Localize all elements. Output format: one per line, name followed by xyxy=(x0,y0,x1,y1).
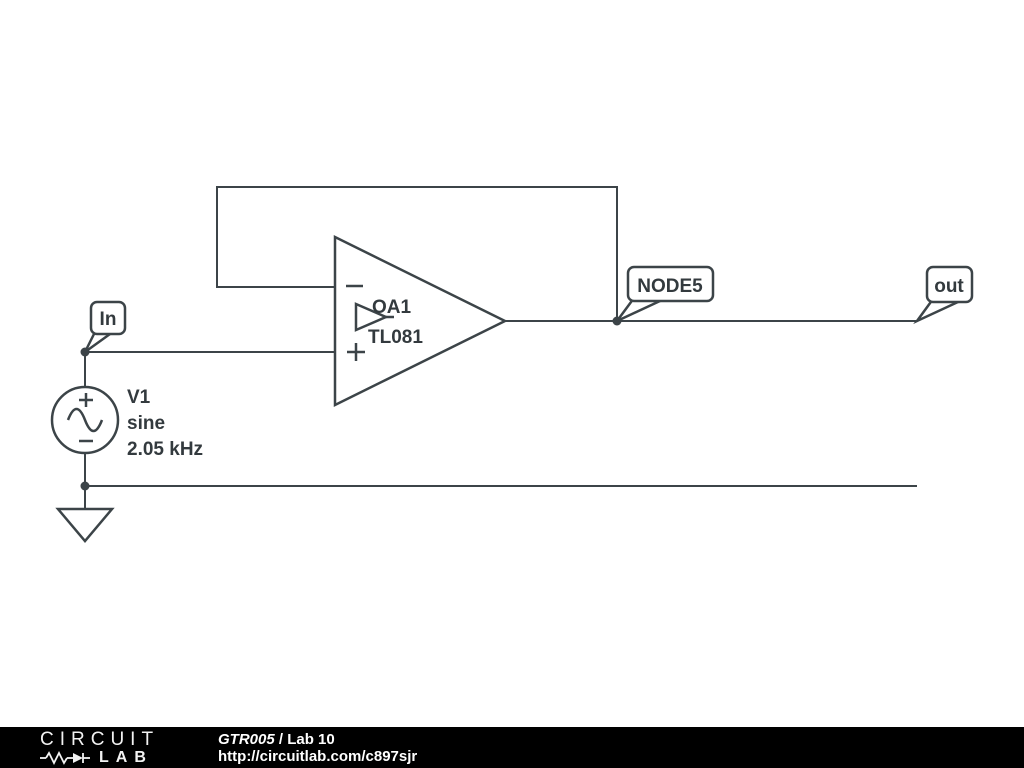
flag-node5-label: NODE5 xyxy=(637,276,703,297)
node-dot-ground xyxy=(80,481,90,491)
flag-node5-box xyxy=(626,265,715,303)
opamp-triangle xyxy=(333,234,508,408)
flag-out[interactable]: out xyxy=(913,265,974,325)
opamp-model-label: TL081 xyxy=(368,327,423,348)
opamp-component[interactable]: OA1 TL081 xyxy=(333,234,508,408)
flag-node5[interactable]: NODE5 xyxy=(615,265,715,323)
logo-circuit-text: CIRCUIT xyxy=(40,729,160,750)
lab-title: Lab 10 xyxy=(287,731,335,748)
ground-triangle-icon xyxy=(55,507,115,543)
feedback-wire[interactable] xyxy=(216,186,618,321)
voltage-source-component[interactable]: V1 sine 2.05 kHz xyxy=(50,385,203,460)
flag-in-box xyxy=(89,300,127,336)
circuit-canvas: OA1 TL081 V1 sine 2.05 kHz In xyxy=(50,186,974,543)
sine-wave-icon xyxy=(66,407,104,433)
flag-in-label: In xyxy=(100,309,117,330)
opamp-mini-glyph-icon xyxy=(354,302,394,332)
source-designator-label: V1 xyxy=(127,387,151,408)
title-separator: / xyxy=(274,731,288,748)
circuitlab-logo: CIRCUIT LAB xyxy=(40,729,190,766)
flag-out-box xyxy=(925,265,974,304)
wires xyxy=(84,186,917,509)
schematic-title: GTR005 / Lab 10 xyxy=(218,731,417,748)
flag-in[interactable]: In xyxy=(83,300,127,354)
opamp-designator-label: OA1 xyxy=(372,297,412,318)
ground-component[interactable] xyxy=(55,507,115,543)
schematic-url[interactable]: http://circuitlab.com/c897sjr xyxy=(218,748,418,765)
source-waveform-label: sine xyxy=(127,413,165,434)
resistor-diode-icon xyxy=(40,750,90,765)
logo-lab-text: LAB xyxy=(99,748,153,766)
footer-meta: GTR005 / Lab 10 http://circuitlab.com/c8… xyxy=(218,731,417,765)
flag-out-label: out xyxy=(934,276,964,297)
project-name: GTR005 xyxy=(218,731,275,748)
source-frequency-label: 2.05 kHz xyxy=(127,439,203,460)
source-circle xyxy=(50,385,120,455)
footer-bar: CIRCUIT LAB GTR005 / Lab 10 http://ci xyxy=(0,727,1024,768)
